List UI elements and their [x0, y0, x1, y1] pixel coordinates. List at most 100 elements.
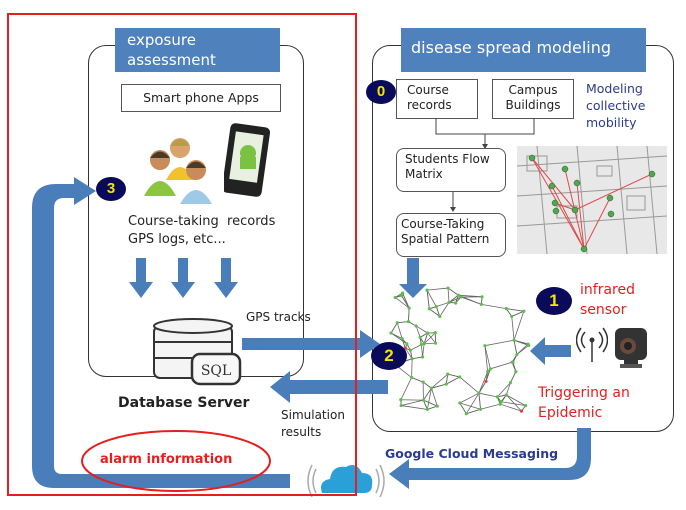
network-node — [389, 331, 393, 335]
gps-tracks-arrow — [242, 330, 380, 358]
course-taking-records-text: Course-taking records GPS logs, etc... — [128, 214, 276, 247]
database-sql-icon: SQL — [153, 318, 242, 386]
network-edge — [466, 408, 481, 415]
network-edge — [448, 296, 462, 303]
network-edge — [420, 344, 423, 358]
network-node — [406, 320, 411, 324]
simulation-results-label: Simulation results — [281, 408, 345, 439]
network-node — [508, 381, 513, 385]
network-edge — [390, 322, 398, 334]
network-edge — [429, 308, 441, 317]
step-2-badge: 2 — [371, 342, 407, 370]
network-node — [486, 369, 490, 374]
network-edge — [431, 383, 447, 389]
network-node — [408, 348, 412, 352]
users-icon — [144, 138, 212, 204]
network-edge — [436, 302, 450, 308]
network-node — [495, 395, 499, 399]
network-node — [458, 375, 462, 379]
network-edge — [401, 338, 406, 349]
network-node — [427, 307, 431, 311]
network-edge — [500, 401, 526, 407]
network-node — [512, 338, 516, 342]
network-edge — [465, 392, 480, 414]
pattern-to-network-arrow — [399, 258, 427, 298]
network-edge — [400, 377, 412, 400]
network-edge — [445, 374, 449, 385]
network-node — [399, 403, 403, 408]
sql-label: SQL — [201, 363, 231, 379]
network-edge — [410, 344, 422, 351]
network-edge — [423, 332, 436, 345]
network-edge — [423, 400, 428, 410]
network-edge — [484, 345, 489, 372]
network-node — [407, 306, 411, 310]
network-edge — [484, 339, 515, 347]
network-node — [464, 412, 468, 416]
network-edge — [401, 399, 424, 406]
client-side-highlight-box — [7, 13, 357, 496]
network-node — [444, 382, 448, 386]
network-node — [421, 398, 426, 402]
network-node — [446, 372, 450, 376]
course-records-box: Course records — [396, 79, 478, 119]
network-edge — [396, 322, 403, 339]
network-edge — [422, 381, 432, 389]
network-node — [477, 391, 481, 395]
database-server-label: Database Server — [118, 395, 250, 411]
network-edge — [513, 339, 529, 346]
network-node — [425, 288, 429, 292]
network-node — [522, 309, 526, 313]
network-node — [421, 380, 425, 384]
wireless-antenna-icon — [576, 327, 608, 362]
flow-connector — [450, 192, 456, 212]
network-edge — [404, 347, 413, 359]
network-edge — [435, 306, 441, 317]
infrared-camera-icon — [615, 328, 647, 368]
network-edge — [423, 387, 432, 401]
alarm-highlight-ellipse — [81, 430, 271, 492]
network-edge — [415, 325, 421, 338]
network-node — [405, 342, 409, 346]
network-node — [446, 286, 450, 290]
down-arrow-icon — [214, 258, 238, 298]
network-edge — [426, 289, 437, 307]
network-edge — [447, 373, 460, 378]
network-edge — [439, 302, 450, 317]
network-node — [410, 357, 414, 361]
google-cloud-messaging-label: Google Cloud Messaging — [385, 446, 559, 461]
network-edge — [431, 373, 448, 389]
network-node — [510, 314, 514, 319]
network-edge — [390, 332, 408, 345]
network-edge — [506, 394, 526, 406]
network-edge — [510, 371, 517, 383]
network-node — [433, 331, 437, 335]
network-edge — [423, 399, 438, 407]
network-edge — [511, 316, 515, 341]
network-edge — [459, 402, 467, 414]
network-edge — [426, 287, 449, 291]
network-edge — [497, 382, 511, 398]
network-node — [504, 393, 508, 397]
network-node — [488, 367, 492, 371]
network-edge — [478, 381, 487, 394]
network-node — [523, 404, 528, 408]
android-phone-icon — [224, 123, 270, 197]
network-node — [478, 407, 483, 411]
network-edge — [478, 392, 498, 398]
network-edge — [446, 376, 460, 385]
network-node — [414, 324, 418, 328]
network-edge — [478, 371, 489, 394]
network-node — [504, 306, 508, 311]
network-node — [515, 353, 519, 357]
network-edge — [424, 342, 436, 345]
exposure-assessment-title: exposure assessment — [115, 28, 280, 72]
network-node — [422, 342, 426, 346]
network-node — [483, 344, 487, 348]
network-edge — [506, 308, 524, 312]
network-node — [454, 301, 458, 305]
network-node — [456, 293, 460, 297]
network-edge — [490, 361, 513, 370]
gcm-return-arrow — [389, 428, 591, 489]
network-edge — [506, 394, 522, 412]
